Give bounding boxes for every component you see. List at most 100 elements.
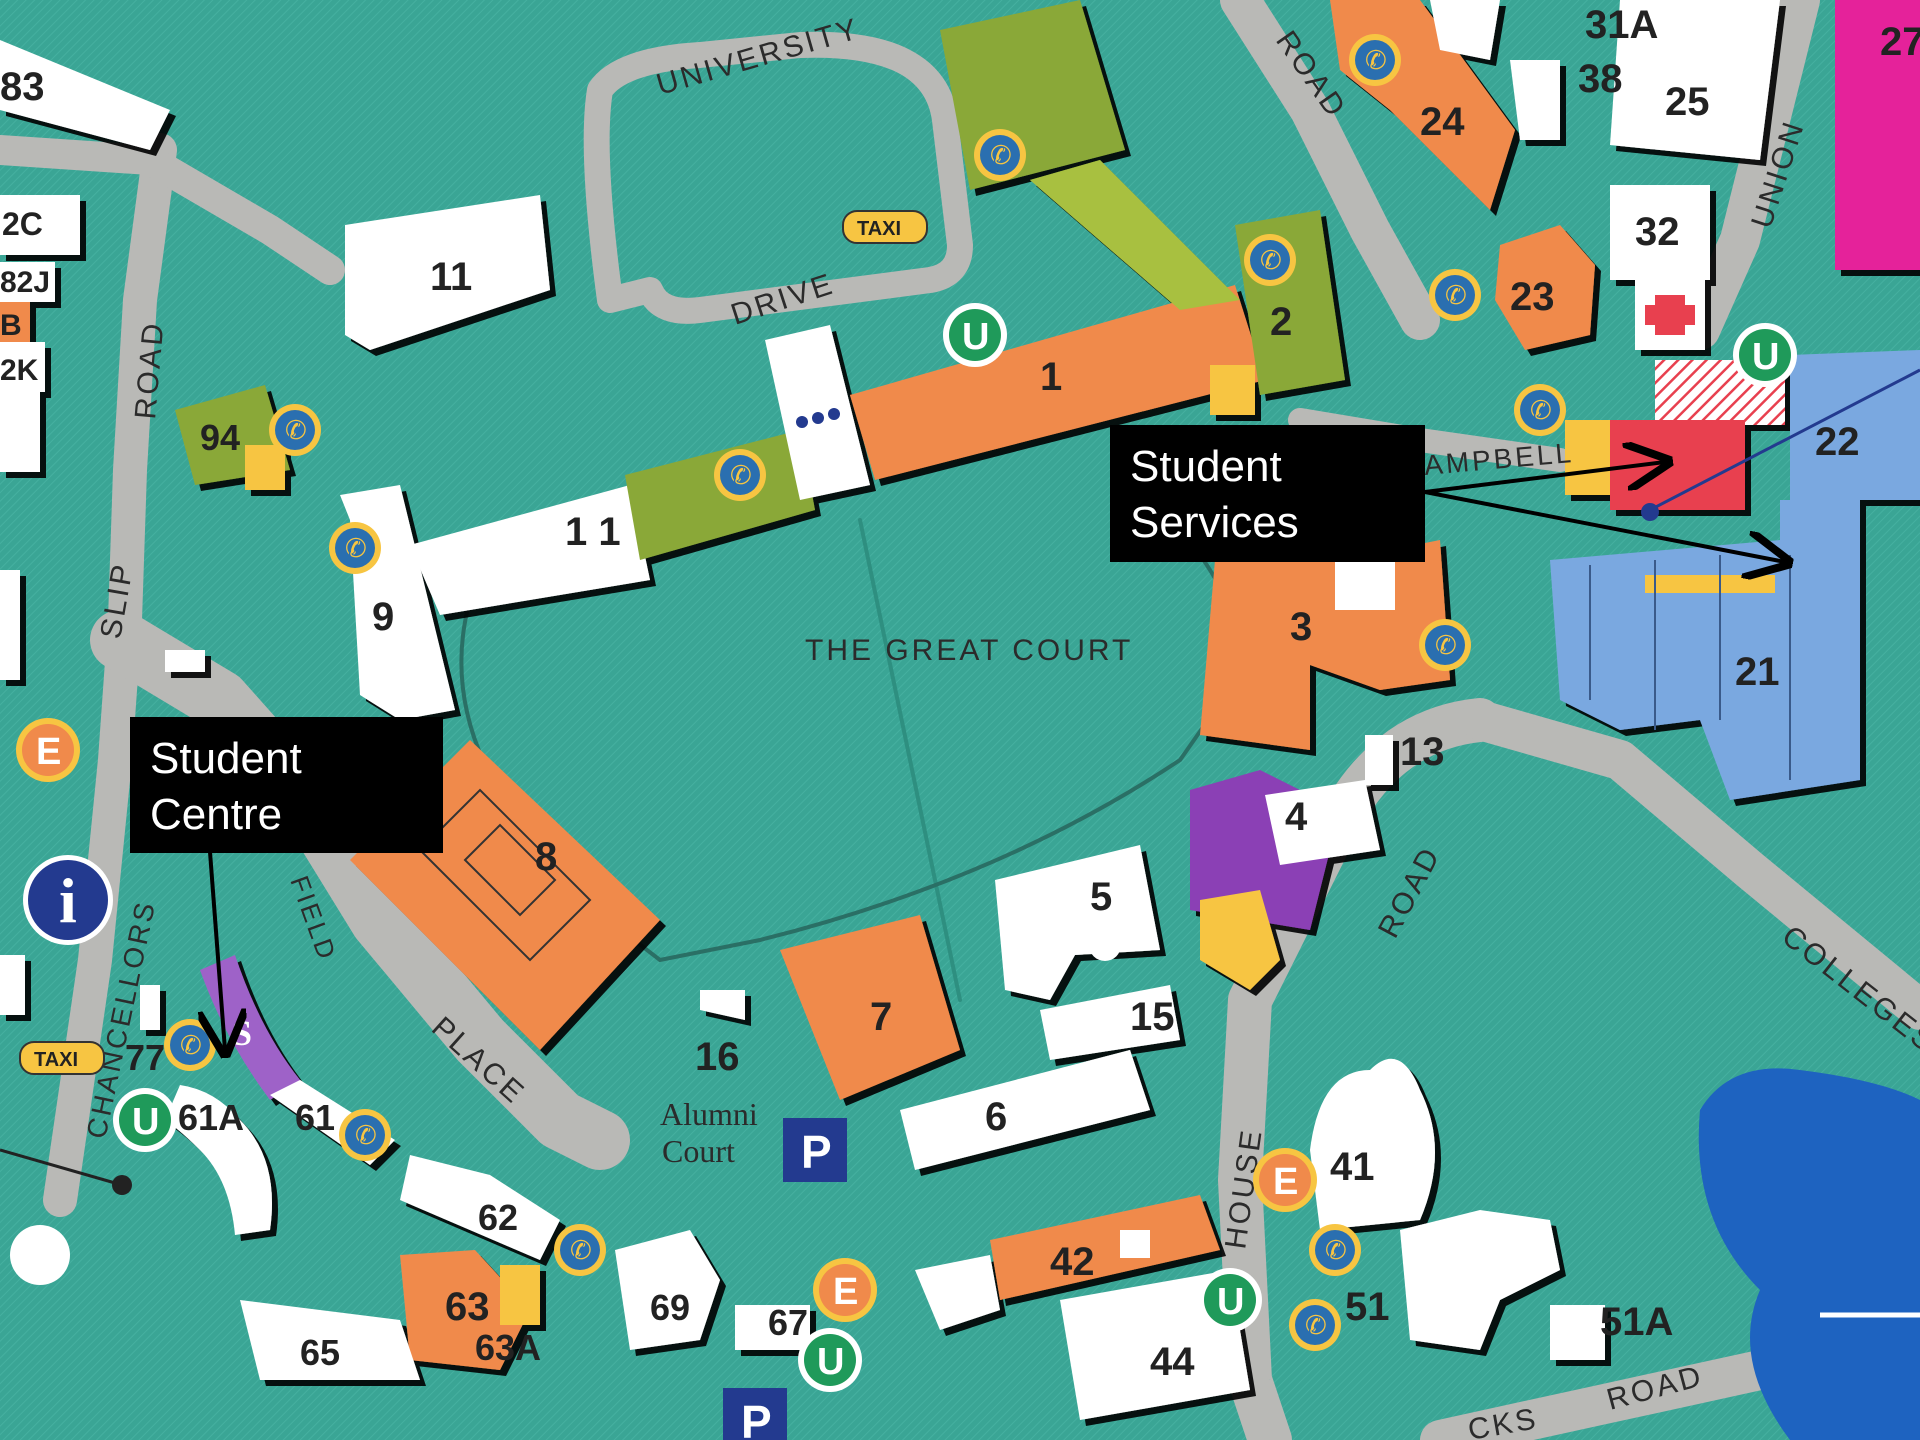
building-2k <box>0 342 45 392</box>
svg-text:U: U <box>817 1341 844 1383</box>
building-21 <box>1550 540 1860 800</box>
arrow-centre <box>210 851 225 1050</box>
building-4-white <box>1265 780 1380 865</box>
phone-icon: ✆ <box>1289 1299 1341 1351</box>
colleges-road <box>1460 700 1920 1030</box>
e-icon: E <box>16 718 80 782</box>
phone-icon: ✆ <box>974 129 1026 181</box>
road-north <box>1220 0 1440 340</box>
label-6: 6 <box>985 1095 1007 1139</box>
svg-text:U: U <box>1217 1281 1244 1323</box>
label-42: 42 <box>1050 1240 1095 1284</box>
emergency-icons: E E E <box>16 718 1317 1322</box>
label-61: 61 <box>295 1097 335 1138</box>
label-1: 1 <box>1040 355 1062 399</box>
building-65 <box>240 1300 420 1380</box>
label-4: 4 <box>1285 795 1308 839</box>
arrow-services-red <box>1424 462 1665 494</box>
phone-icon: ✆ <box>714 449 766 501</box>
bus-u-icon: U <box>798 1328 862 1392</box>
bus-u-icon: U <box>1733 323 1797 387</box>
building-2c <box>0 195 80 255</box>
building-77-tab <box>140 985 160 1030</box>
phone-icon: ✆ <box>269 404 321 456</box>
student-services-callout: Student Services <box>1110 425 1425 562</box>
label-61a: 61A <box>178 1097 244 1138</box>
student-centre-callout: Student Centre <box>130 717 443 853</box>
student-services-line1: Student <box>1130 442 1282 491</box>
building-69 <box>615 1230 720 1350</box>
bus-u-icon: U <box>113 1088 177 1152</box>
svg-text:✆: ✆ <box>990 141 1012 171</box>
building-5 <box>995 845 1160 1000</box>
building-21-notch <box>1780 500 1860 560</box>
bus-u-icon: U <box>943 303 1007 367</box>
building-94-annex <box>245 445 285 490</box>
label-22: 22 <box>1815 420 1860 464</box>
blue-pointer-line <box>1649 368 1920 512</box>
svg-text:U: U <box>1752 336 1779 378</box>
svg-text:✆: ✆ <box>1305 1311 1327 1341</box>
label-3: 3 <box>1290 605 1312 649</box>
building-1 <box>850 285 1265 480</box>
building-21-strip <box>1645 575 1775 593</box>
building-small-white <box>165 650 205 672</box>
info-icon: i <box>23 855 113 945</box>
svg-text:U: U <box>132 1101 159 1143</box>
building-23 <box>1495 225 1595 350</box>
building-38 <box>1510 60 1560 140</box>
building-6 <box>900 1050 1150 1170</box>
building-13 <box>1365 735 1393 785</box>
building-7 <box>780 915 960 1100</box>
label-27: 27 <box>1880 20 1920 64</box>
union-road <box>1680 0 1820 350</box>
round-roundabout <box>10 1225 70 1285</box>
student-centre-line1: Student <box>150 734 302 783</box>
lake <box>1698 1068 1920 1440</box>
label-b: B <box>0 309 22 342</box>
building-41 <box>1310 1058 1435 1230</box>
student-services-line2: Services <box>1130 498 1299 547</box>
label-82j: 82J <box>0 266 50 299</box>
building-83 <box>0 40 170 150</box>
e-icon: E <box>1253 1148 1317 1212</box>
label-13: 13 <box>1400 730 1445 774</box>
phone-icon: ✆ <box>1244 234 1296 286</box>
label-11-top: 11 <box>430 255 472 299</box>
label-67: 67 <box>768 1302 808 1343</box>
chancellors-place <box>90 610 630 1170</box>
label-16: 16 <box>695 1035 740 1079</box>
svg-text:TAXI: TAXI <box>857 218 901 240</box>
svg-text:✆: ✆ <box>570 1236 592 1266</box>
phone-icon: ✆ <box>1514 384 1566 436</box>
building-51a <box>1550 1305 1605 1360</box>
parking-icons: P P <box>723 1118 847 1440</box>
svg-text:TAXI: TAXI <box>34 1049 78 1071</box>
svg-text:U: U <box>962 316 989 358</box>
taxi-badge: TAXI <box>19 1041 105 1075</box>
label-2c: 2C <box>2 206 43 242</box>
label-15: 15 <box>1130 995 1175 1039</box>
phone-icon: ✆ <box>1419 619 1471 671</box>
label-63a: 63A <box>475 1327 541 1368</box>
svg-text:✆: ✆ <box>1435 631 1457 661</box>
building-b <box>0 302 30 342</box>
building-61a <box>165 1085 272 1235</box>
building-8-inner-2 <box>463 823 557 917</box>
building-left-edge <box>0 392 40 472</box>
svg-text:✆: ✆ <box>1325 1236 1347 1266</box>
label-7: 7 <box>870 995 892 1039</box>
label-5: 5 <box>1090 875 1112 919</box>
bus-u-icon: U <box>1198 1268 1262 1332</box>
court-label: Court <box>662 1133 735 1169</box>
building-63a <box>500 1265 540 1325</box>
label-51a: 51A <box>1600 1300 1673 1344</box>
building-31a <box>1430 0 1500 60</box>
building-bottom-left <box>0 955 25 1015</box>
building-4-yellow <box>1200 890 1280 990</box>
building-green-mid <box>625 430 815 560</box>
building-8-inner <box>418 788 592 962</box>
svg-text:✆: ✆ <box>355 1121 377 1151</box>
label-2: 2 <box>1270 300 1292 344</box>
path-court <box>858 518 962 1002</box>
